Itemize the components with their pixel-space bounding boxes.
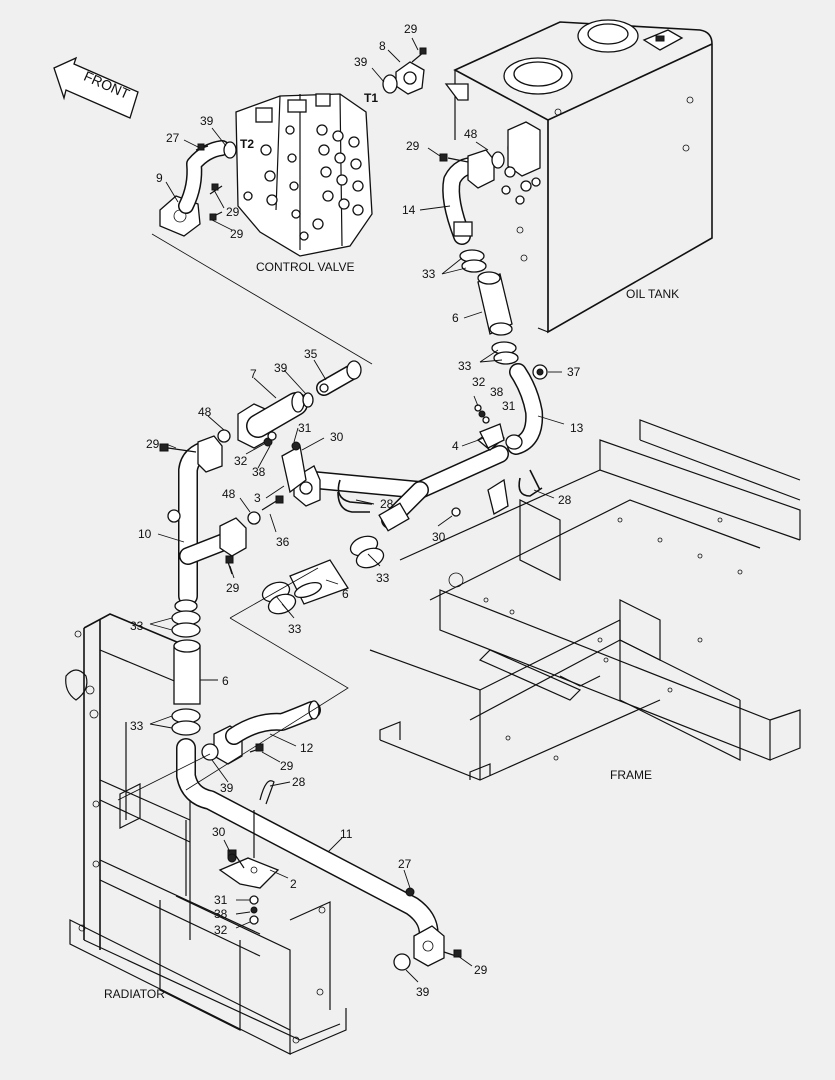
callout-12: 12	[300, 741, 314, 755]
callout-7: 7	[250, 367, 257, 381]
callout-29: 29	[406, 139, 420, 153]
callout-6: 6	[452, 311, 459, 325]
callout-29: 29	[474, 963, 488, 977]
port-t1-label: T1	[364, 91, 378, 105]
pipe-12	[213, 700, 321, 765]
callout-32: 32	[234, 454, 248, 468]
pipe-7	[237, 360, 362, 449]
callout-36: 36	[276, 535, 290, 549]
leader-lines	[149, 37, 565, 983]
callout-38: 38	[252, 465, 266, 479]
bracket-plate-3	[281, 441, 307, 494]
callout-48: 48	[198, 405, 212, 419]
callout-27: 27	[166, 131, 180, 145]
callout-33: 33	[130, 719, 144, 733]
control-valve-label: CONTROL VALVE	[256, 260, 354, 274]
oil-tank-label: OIL TANK	[626, 287, 679, 301]
callout-48: 48	[464, 127, 478, 141]
callout-33: 33	[458, 359, 472, 373]
callout-39: 39	[274, 361, 288, 375]
callout-14: 14	[402, 203, 416, 217]
callout-38: 38	[490, 385, 504, 399]
callout-31: 31	[298, 421, 312, 435]
u-bolts-28	[337, 469, 543, 513]
callout-2: 2	[290, 877, 297, 891]
callout-33: 33	[288, 622, 302, 636]
port-t2-label: T2	[240, 137, 254, 151]
pipe-14	[439, 149, 505, 245]
pipe-11	[176, 738, 445, 967]
radiator-label: RADIATOR	[104, 987, 165, 1001]
callout-29: 29	[226, 581, 240, 595]
callout-37: 37	[567, 365, 581, 379]
hose-6-vertical	[171, 610, 201, 736]
callout-3: 3	[254, 491, 261, 505]
callout-39: 39	[220, 781, 234, 795]
callout-28: 28	[558, 493, 572, 507]
t1-flange-group: T1	[364, 47, 427, 105]
callout-4: 4	[452, 439, 459, 453]
callout-28: 28	[380, 497, 394, 511]
pipe-10	[167, 435, 247, 613]
callout-30: 30	[212, 825, 226, 839]
hose-6-tank	[459, 249, 519, 365]
frame: FRAME	[369, 419, 801, 782]
front-arrow: FRONT	[53, 56, 139, 119]
pipe-9	[159, 140, 237, 237]
oil-tank: OIL TANK	[444, 19, 713, 334]
callout-29: 29	[230, 227, 244, 241]
callout-27: 27	[398, 857, 412, 871]
callout-29: 29	[280, 759, 294, 773]
callout-10: 10	[138, 527, 152, 541]
callout-35: 35	[304, 347, 318, 361]
callout-32: 32	[214, 923, 228, 937]
frame-label: FRAME	[610, 768, 652, 782]
connection-lines	[117, 233, 373, 801]
pipe-13	[505, 363, 548, 455]
bracket-plate-4	[479, 423, 509, 515]
callout-39: 39	[354, 55, 368, 69]
callout-6: 6	[222, 674, 229, 688]
control-valve: T2 CONTROL VALVE	[235, 93, 373, 274]
callout-33: 33	[376, 571, 390, 585]
callout-6: 6	[342, 587, 349, 601]
callout-8: 8	[379, 39, 386, 53]
callout-39: 39	[200, 114, 214, 128]
callout-9: 9	[156, 171, 163, 185]
callout-33: 33	[422, 267, 436, 281]
callout-30: 30	[330, 430, 344, 444]
pipe-3	[293, 427, 509, 532]
callout-39: 39	[416, 985, 430, 999]
callout-numbers: 29 8 39 27 39 9 29 29 29 48 14 33 6 33 3…	[130, 22, 584, 999]
callout-29: 29	[146, 437, 160, 451]
callout-33: 33	[130, 619, 144, 633]
callout-13: 13	[570, 421, 584, 435]
valve-port-array	[243, 124, 364, 241]
callout-28: 28	[292, 775, 306, 789]
callout-29: 29	[404, 22, 418, 36]
callout-11: 11	[340, 827, 353, 841]
callout-38: 38	[214, 907, 228, 921]
fasteners	[159, 383, 490, 971]
callout-29: 29	[226, 205, 240, 219]
callout-48: 48	[222, 487, 236, 501]
callout-31: 31	[502, 399, 516, 413]
callout-32: 32	[472, 375, 486, 389]
callout-30: 30	[432, 530, 446, 544]
callout-31: 31	[214, 893, 228, 907]
